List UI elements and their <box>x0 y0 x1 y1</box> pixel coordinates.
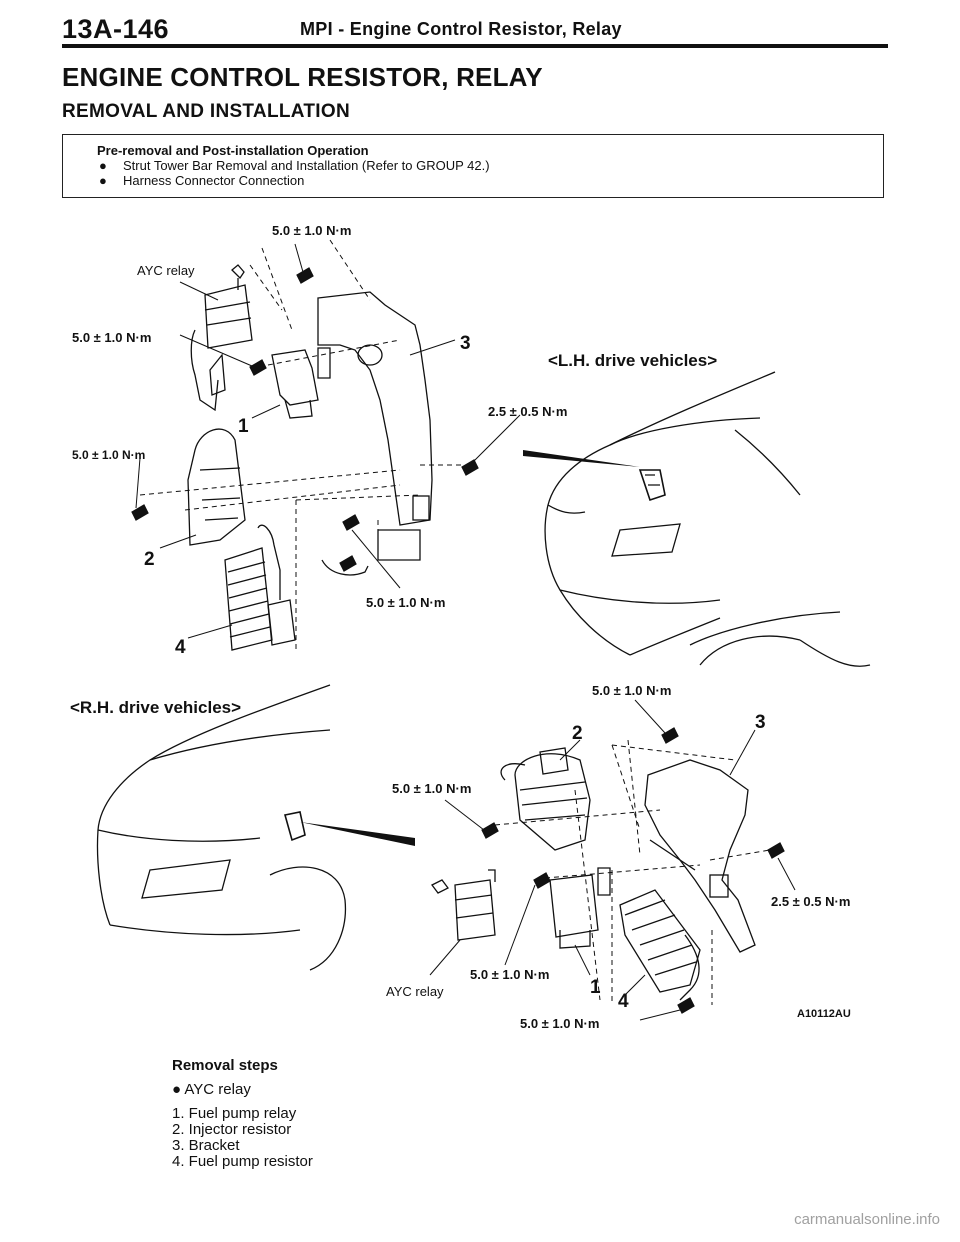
callout-number: 1 <box>590 977 601 998</box>
bullet-icon: ● <box>172 1081 182 1098</box>
torque-label: 5.0 ± 1.0 N·m <box>72 448 145 462</box>
torque-label: 5.0 ± 1.0 N·m <box>392 781 471 796</box>
header-rule <box>62 44 888 48</box>
removal-step-pre: ● AYC relay <box>172 1082 313 1098</box>
exploded-diagram: 5.0 ± 1.0 N·m 5.0 ± 1.0 N·m 5.0 ± 1.0 N·… <box>70 223 871 1030</box>
removal-step: 1. Fuel pump relay <box>172 1105 297 1122</box>
rh-pointer-arrow <box>300 822 415 846</box>
callout-number: 1 <box>238 416 249 437</box>
removal-steps: Removal steps ● AYC relay 1. Fuel pump r… <box>172 1058 313 1170</box>
pre-removal-item: ● Strut Tower Bar Removal and Installati… <box>97 158 883 173</box>
page-code: 13A-146 <box>62 14 170 44</box>
lh-car-illustration <box>544 371 871 667</box>
rh-bracket-assembly <box>431 727 785 1014</box>
removal-steps-heading: Removal steps <box>172 1057 278 1074</box>
lh-pointer-arrow <box>523 450 640 467</box>
callout-number: 3 <box>460 333 471 354</box>
torque-label: 5.0 ± 1.0 N·m <box>272 223 351 238</box>
bullet-icon: ● <box>99 173 107 188</box>
ayc-relay-label: AYC relay <box>137 263 195 278</box>
torque-label: 5.0 ± 1.0 N·m <box>520 1016 599 1030</box>
lh-bracket-assembly <box>131 239 479 651</box>
removal-step-text: AYC relay <box>184 1081 251 1098</box>
torque-label: 5.0 ± 1.0 N·m <box>592 683 671 698</box>
page-header-title: MPI - Engine Control Resistor, Relay <box>300 19 622 39</box>
removal-step: 2. Injector resistor <box>172 1121 292 1138</box>
main-title: ENGINE CONTROL RESISTOR, RELAY <box>62 62 543 92</box>
callout-number: 2 <box>144 549 155 570</box>
torque-label: 5.0 ± 1.0 N·m <box>470 967 549 982</box>
removal-step: 4. Fuel pump resistor <box>172 1153 313 1170</box>
torque-label: 5.0 ± 1.0 N·m <box>366 595 445 610</box>
pre-removal-item: ● Harness Connector Connection <box>97 173 883 188</box>
removal-step: 3. Bracket <box>172 1137 240 1154</box>
callout-number: 3 <box>755 712 766 733</box>
rh-drive-label: <R.H. drive vehicles> <box>70 698 241 717</box>
callout-number: 4 <box>175 637 186 658</box>
callout-number: 2 <box>572 723 583 744</box>
watermark: carmanualsonline.info <box>794 1211 940 1228</box>
pre-removal-item-text: Harness Connector Connection <box>123 173 305 188</box>
pre-removal-item-text: Strut Tower Bar Removal and Installation… <box>123 158 490 173</box>
pre-removal-box: Pre-removal and Post-installation Operat… <box>62 134 884 198</box>
torque-label: 2.5 ± 0.5 N·m <box>488 404 567 419</box>
figure-id: A10112AU <box>797 1008 851 1020</box>
section-title: REMOVAL AND INSTALLATION <box>62 101 350 122</box>
lh-drive-label: <L.H. drive vehicles> <box>548 351 717 370</box>
ayc-relay-label: AYC relay <box>386 984 444 999</box>
torque-label: 2.5 ± 0.5 N·m <box>771 894 850 909</box>
rh-car-illustration <box>96 684 347 971</box>
callout-number: 4 <box>618 991 629 1012</box>
pre-removal-heading: Pre-removal and Post-installation Operat… <box>97 143 369 158</box>
torque-label: 5.0 ± 1.0 N·m <box>72 330 151 345</box>
bullet-icon: ● <box>99 158 107 173</box>
